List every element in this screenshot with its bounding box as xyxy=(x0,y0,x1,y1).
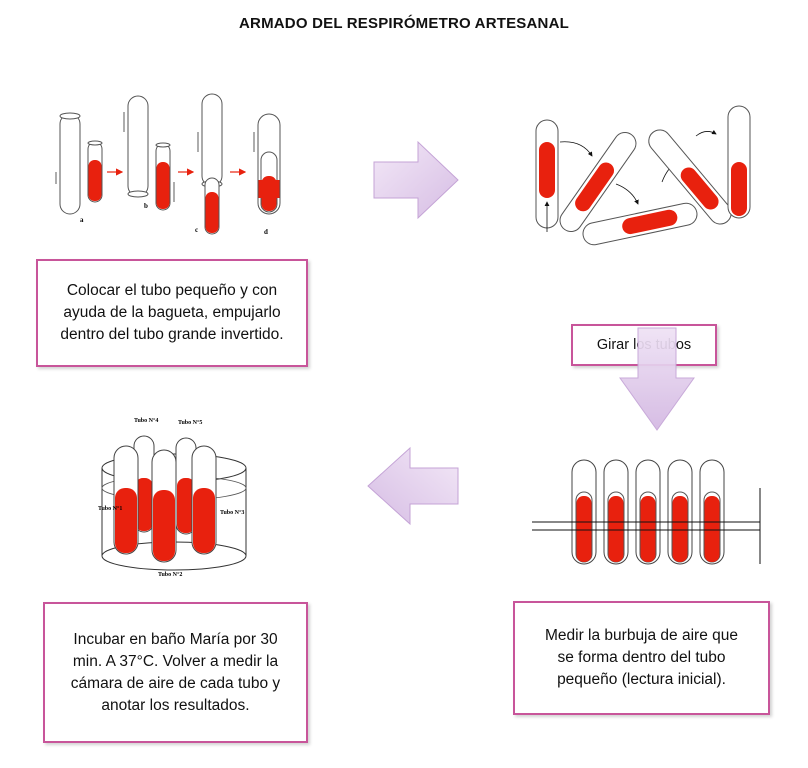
rack-tubes xyxy=(571,459,725,565)
step1-text: Colocar el tubo pequeño y con ayuda de l… xyxy=(60,282,284,343)
tube5-label: Tubo N°5 xyxy=(178,419,202,426)
step1-box: Colocar el tubo pequeño y con ayuda de l… xyxy=(36,259,308,367)
step3-text: Medir la burbuja de aire que se forma de… xyxy=(544,627,738,688)
arrow-left xyxy=(367,446,459,526)
tube1-label: Tubo N°1 xyxy=(98,505,122,512)
rotation-illustration xyxy=(535,105,751,246)
rack-illustration xyxy=(532,459,761,565)
insertion-illustration: a b c d xyxy=(55,93,281,236)
diagram-title: ARMADO DEL RESPIRÓMETRO ARTESANAL xyxy=(239,15,569,32)
label-d: d xyxy=(264,228,268,236)
step4-text: Incubar en baño María por 30 min. A 37°C… xyxy=(70,630,281,714)
step-a-tubes xyxy=(55,112,103,215)
water-bath-illustration: Tubo N°4 Tubo N°5 Tubo N°1 Tubo N°3 Tubo… xyxy=(98,417,247,578)
step4-box: Incubar en baño María por 30 min. A 37°C… xyxy=(43,602,308,743)
step-b-tubes xyxy=(123,95,175,211)
step-d-tubes xyxy=(253,113,281,215)
label-a: a xyxy=(80,216,84,224)
label-b: b xyxy=(144,202,148,210)
arrow-right-1 xyxy=(373,140,459,220)
label-c: c xyxy=(195,226,198,234)
tube2-label: Tubo N°2 xyxy=(158,571,182,578)
arrow-down xyxy=(619,327,695,431)
step3-box: Medir la burbuja de aire que se forma de… xyxy=(513,601,770,715)
tube3-label: Tubo N°3 xyxy=(220,509,244,516)
tube4-label: Tubo N°4 xyxy=(134,417,158,424)
step-c-tubes xyxy=(197,93,223,235)
